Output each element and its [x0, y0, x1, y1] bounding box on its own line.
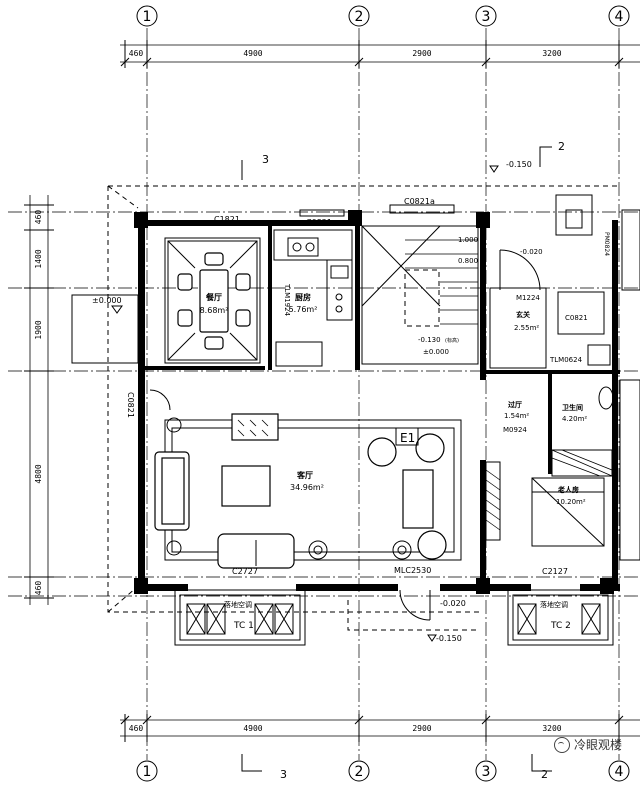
axis-label: 3 — [482, 9, 491, 25]
dimension-label: 460 — [129, 49, 144, 58]
entrance-area: M1224 玄关 2.55m² TLM0624 -0.020 C0821 — [489, 248, 611, 369]
window-tag: C0821 — [306, 218, 332, 227]
door-tag: TLM1924 — [283, 283, 291, 317]
opening-tags: C1821 C0821 C0821a C0821 C2727 MLC2530 C… — [126, 197, 610, 621]
watermark-text: 冷眼观楼 — [573, 738, 622, 752]
svg-text:TC 1: TC 1 — [233, 621, 254, 631]
dimension-chain-top: 460 4900 2900 3200 — [120, 40, 640, 68]
room-area-kitchen: 5.76m² — [289, 305, 318, 314]
room-area-bedroom: 10.20m² — [556, 498, 586, 506]
axis-bubbles-top: 1 2 3 4 — [136, 5, 630, 27]
room-area-entrance: 2.55m² — [514, 324, 539, 332]
dimension-label: 4800 — [34, 464, 43, 483]
svg-text:-0.020: -0.020 — [440, 599, 466, 608]
door-tag: MLC2530 — [394, 566, 431, 575]
svg-text:2: 2 — [558, 140, 565, 153]
right-edge-details — [555, 194, 640, 561]
dimension-label: 2900 — [412, 49, 431, 58]
level-marks: -0.150 ±0.000 -0.020 -0.150 — [71, 160, 532, 643]
staircase: 1.000 0.800 -0.130 (标高) ±0.000 — [361, 225, 479, 365]
window-tag: C0821 — [126, 392, 135, 418]
room-name-dining: 餐厅 — [205, 292, 222, 302]
level-note: (标高) — [445, 337, 459, 344]
room-name-kitchen: 厨房 — [295, 292, 311, 302]
axis-lines — [8, 28, 640, 760]
room-name-corridor: 过厅 — [508, 400, 522, 409]
room-area-corridor: 1.54m² — [504, 412, 529, 420]
wechat-icon — [553, 736, 570, 753]
dimension-label: 460 — [34, 210, 43, 225]
door-tag: M1224 — [516, 294, 540, 302]
level-mark: -0.130 — [418, 336, 441, 344]
columns — [134, 210, 614, 594]
section-mark-top-right: 2 — [539, 140, 565, 167]
watermark: 冷眼观楼 — [553, 736, 622, 753]
living-room: 客厅 34.96m² E1 — [154, 413, 462, 569]
axis-label: 2 — [355, 764, 364, 780]
dimension-label: 460 — [34, 581, 43, 596]
window-tag: C1821 — [214, 215, 240, 224]
level-mark: -0.020 — [520, 248, 543, 256]
window-tag: C2727 — [232, 567, 258, 576]
dimension-label: 4900 — [243, 724, 262, 733]
dimension-label: 460 — [129, 724, 144, 733]
dimension-label: 2900 — [412, 724, 431, 733]
svg-text:3: 3 — [262, 153, 269, 166]
axis-label: 3 — [482, 764, 491, 780]
level-mark: 1.000 — [458, 236, 478, 244]
svg-text:落地空调: 落地空调 — [540, 600, 568, 609]
svg-text:±0.000: ±0.000 — [92, 296, 122, 305]
room-name-entrance: 玄关 — [516, 310, 530, 319]
dining-room: 餐厅 8.68m² — [164, 237, 261, 364]
dimension-chain-left: 460 1400 1900 4800 460 — [24, 195, 54, 605]
axis-label: 1 — [143, 9, 152, 25]
walls — [138, 220, 620, 591]
door-tag: M0924 — [503, 426, 527, 434]
dimension-chain-bottom: 460 4900 2900 3200 — [120, 714, 640, 742]
room-area-bathroom: 4.20m² — [562, 415, 587, 423]
room-name-bathroom: 卫生间 — [562, 403, 583, 412]
room-area-dining: 8.68m² — [200, 306, 229, 315]
level-mark: 0.800 — [458, 257, 478, 265]
svg-text:-0.150: -0.150 — [436, 634, 462, 643]
room-name-living: 客厅 — [296, 470, 313, 480]
section-mark-bottom-left: 3 — [241, 754, 287, 781]
bedroom: 老人房 10.20m² — [485, 461, 605, 547]
dimension-label: 3200 — [542, 49, 561, 58]
dimension-label: 3200 — [542, 724, 561, 733]
svg-text:落地空调: 落地空调 — [224, 600, 252, 609]
section-mark-bottom-right: 2 — [531, 754, 552, 781]
axis-label: 4 — [615, 764, 624, 780]
unit-tag: E1 — [400, 431, 415, 445]
door-tag: PM0824 — [603, 232, 610, 256]
section-mark-top-left: 3 — [241, 153, 269, 180]
corridor-bath: 过厅 1.54m² M0924 卫生间 4.20m² — [503, 386, 614, 477]
ac-platform-left: 落地空调 TC 1 — [174, 589, 306, 646]
ac-platform-right: 落地空调 TC 2 — [507, 589, 614, 646]
svg-text:TC 2: TC 2 — [550, 621, 571, 631]
room-area-living: 34.96m² — [290, 483, 324, 492]
window-tag: C2127 — [542, 567, 568, 576]
level-mark: ±0.000 — [423, 348, 449, 356]
door-tag: TLM0624 — [549, 356, 583, 364]
eave-outline — [107, 185, 620, 631]
window-tag: C0821 — [565, 314, 588, 322]
axis-bubbles-bottom: 1 2 3 4 — [136, 760, 630, 782]
dimension-label: 1900 — [34, 320, 43, 339]
dimension-label: 1400 — [34, 249, 43, 268]
dimension-label: 4900 — [243, 49, 262, 58]
axis-label: 2 — [355, 9, 364, 25]
svg-text:2: 2 — [541, 768, 548, 781]
axis-label: 4 — [615, 9, 624, 25]
room-name-bedroom: 老人房 — [557, 485, 579, 494]
window-tag: C0821a — [404, 197, 435, 206]
svg-text:3: 3 — [280, 768, 287, 781]
svg-text:-0.150: -0.150 — [506, 160, 532, 169]
kitchen: 厨房 5.76m² TLM1924 — [273, 229, 353, 367]
axis-label: 1 — [143, 764, 152, 780]
